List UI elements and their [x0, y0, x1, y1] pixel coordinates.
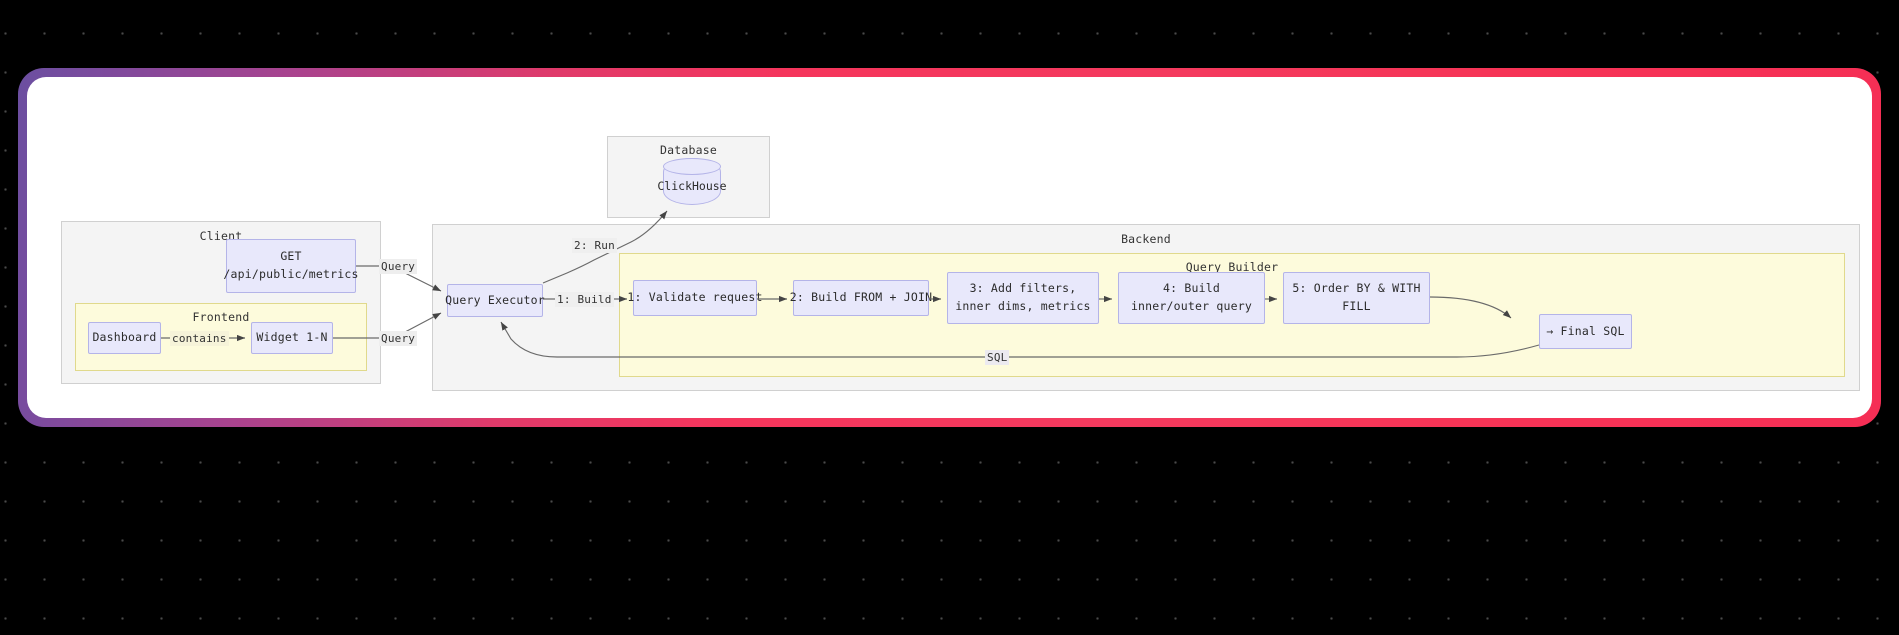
node-get-metrics-line-1: GET	[280, 249, 302, 264]
cluster-query-builder-title: Query Builder	[1185, 260, 1279, 274]
node-step-1-validate-request[interactable]: 1: Validate request	[627, 280, 762, 316]
node-step-1-label: 1: Validate request	[627, 290, 763, 305]
node-final-sql-label: → Final SQL	[1546, 323, 1625, 338]
cluster-database-title: Database	[660, 143, 717, 157]
node-query-executor[interactable]: Query Executor	[445, 284, 545, 317]
edge-label-sql: SQL	[985, 350, 1010, 365]
node-widget-label: Widget 1-N	[256, 330, 328, 345]
node-final-sql[interactable]: → Final SQL	[1539, 314, 1632, 349]
node-step-5-line-2: FILL	[1342, 299, 1371, 313]
node-step-3-line-2: inner dims, metrics	[955, 299, 1091, 313]
node-get-metrics-line-2: /api/public/metrics	[223, 267, 359, 281]
node-step-3-add-filters[interactable]: 3: Add filters, inner dims, metrics	[947, 272, 1099, 324]
node-step-5-line-1: 5: Order BY & WITH	[1292, 281, 1421, 296]
gradient-frame: Client GET /api/public/metrics Frontend …	[18, 68, 1881, 427]
node-dashboard[interactable]: Dashboard	[88, 322, 161, 354]
node-clickhouse[interactable]: ClickHouse	[657, 158, 727, 205]
node-step-4-build-inner-outer-query[interactable]: 4: Build inner/outer query	[1118, 272, 1265, 324]
edge-label-query-top: Query	[379, 259, 418, 274]
node-widget[interactable]: Widget 1-N	[251, 322, 333, 354]
node-step-2-build-from-join[interactable]: 2: Build FROM + JOIN	[789, 280, 933, 316]
node-query-executor-label: Query Executor	[445, 292, 545, 307]
node-step-4-line-1: 4: Build	[1163, 281, 1220, 296]
edge-label-query-bottom: Query	[379, 331, 418, 346]
node-get-metrics[interactable]: GET /api/public/metrics	[223, 239, 359, 293]
node-step-3-line-1: 3: Add filters,	[969, 281, 1077, 296]
node-clickhouse-label: ClickHouse	[657, 178, 727, 193]
diagram-canvas: Client GET /api/public/metrics Frontend …	[27, 77, 1872, 418]
edge-label-run: 2: Run	[572, 238, 617, 253]
node-step-2-label: 2: Build FROM + JOIN	[789, 290, 933, 305]
node-step-4-line-2: inner/outer query	[1130, 299, 1253, 313]
cluster-frontend-title: Frontend	[192, 310, 250, 324]
node-dashboard-label: Dashboard	[92, 330, 157, 345]
cylinder-top-cap	[663, 158, 721, 175]
edge-label-contains: contains	[170, 331, 229, 346]
edge-label-build: 1: Build	[555, 292, 614, 307]
node-step-5-order-by-with-fill[interactable]: 5: Order BY & WITH FILL	[1283, 272, 1430, 324]
cluster-backend-title: Backend	[1121, 232, 1171, 246]
